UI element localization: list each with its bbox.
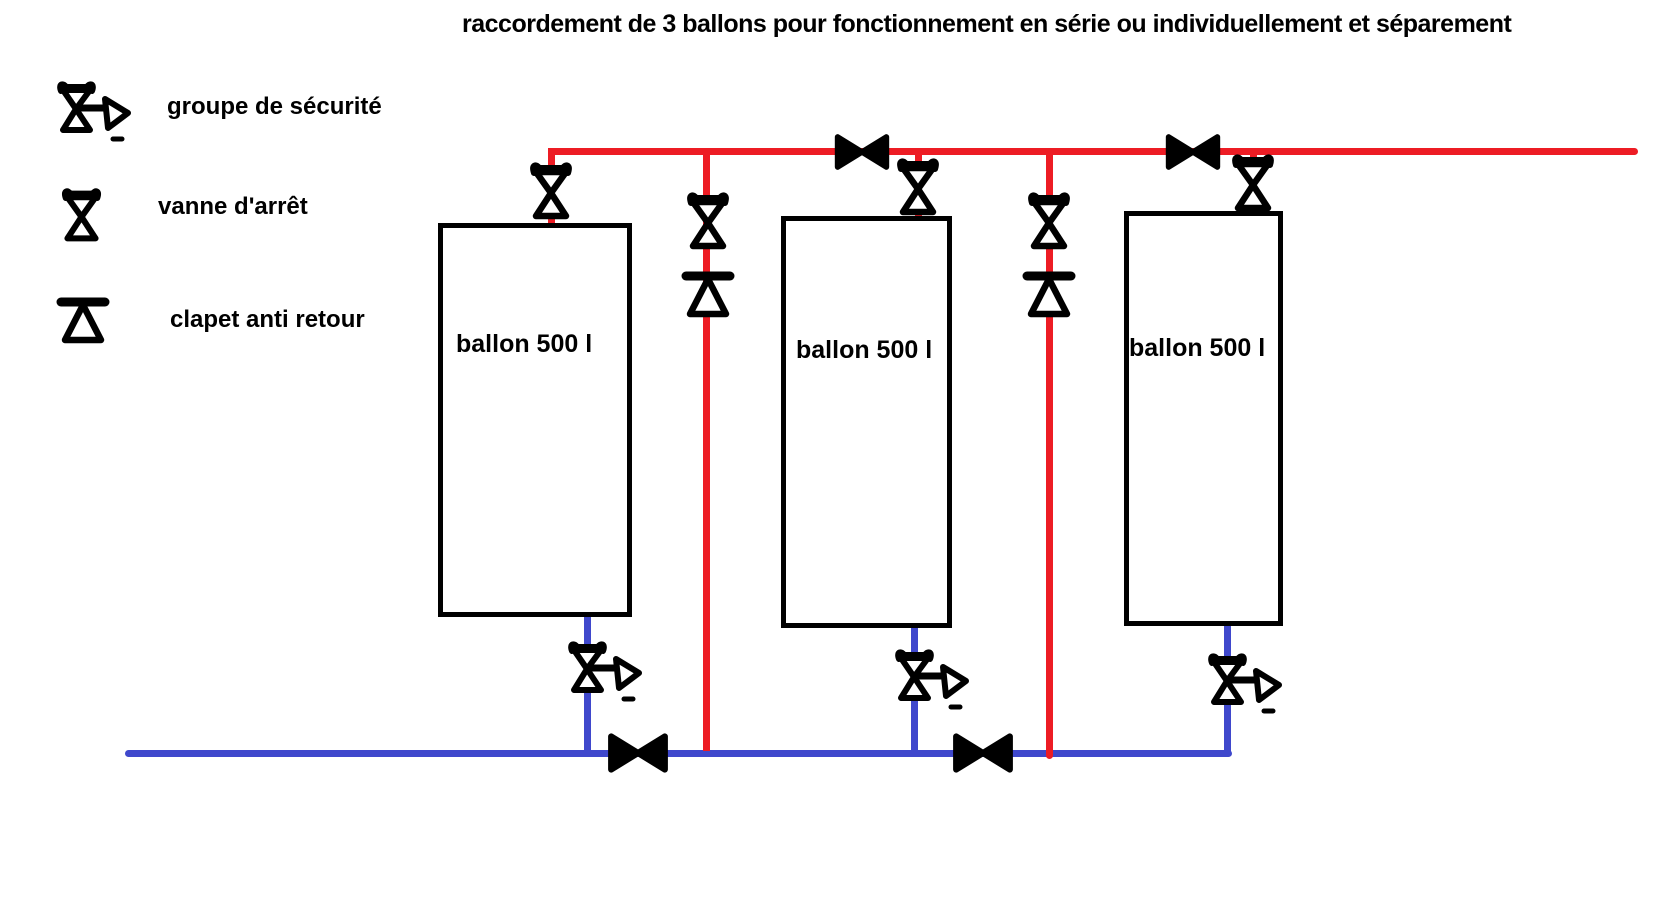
groupe-de-securite-icon	[54, 78, 134, 144]
groupe-de-securite-icon	[565, 638, 645, 704]
tank-2-label: ballon 500 l	[796, 336, 933, 364]
vanne-darret-icon	[894, 156, 942, 218]
hot-stub-tank3	[1250, 150, 1257, 162]
hot-water-main-pipe	[548, 148, 1638, 155]
tank-3	[1124, 211, 1283, 626]
bowtie-valve-icon	[832, 131, 892, 173]
tank-3-label: ballon 500 l	[1129, 334, 1266, 362]
bowtie-valve-icon	[605, 730, 671, 776]
hot-drop-pipe-2	[1046, 150, 1053, 759]
tank-1	[438, 223, 632, 617]
bowtie-valve-icon	[1163, 131, 1223, 173]
tank-2	[781, 216, 952, 628]
vanne-darret-icon	[684, 190, 732, 252]
vanne-darret-icon	[527, 160, 575, 222]
hot-stub-tank2	[915, 150, 922, 164]
cold-water-main-pipe	[125, 750, 1232, 757]
vanne-darret-icon	[1229, 152, 1277, 214]
groupe-de-securite-icon	[892, 646, 972, 712]
vanne-darret-icon	[1025, 190, 1073, 252]
hot-elbow-stub-tank1	[548, 148, 555, 172]
tank-1-label: ballon 500 l	[456, 330, 593, 358]
vanne-darret-icon	[59, 186, 104, 244]
diagram-title: raccordement de 3 ballons pour fonctionn…	[462, 10, 1512, 38]
groupe-de-securite-icon	[1205, 650, 1285, 716]
clapet-anti-retour-icon	[56, 294, 110, 346]
hot-drop-pipe-1	[703, 150, 710, 751]
bowtie-valve-icon	[950, 730, 1016, 776]
legend-label-vanne-darret: vanne d'arrêt	[158, 193, 308, 220]
clapet-anti-retour-icon	[681, 268, 735, 320]
clapet-anti-retour-icon	[1022, 268, 1076, 320]
legend-label-clapet-anti-retour: clapet anti retour	[170, 306, 365, 333]
legend-label-groupe-de-securite: groupe de sécurité	[167, 93, 382, 120]
